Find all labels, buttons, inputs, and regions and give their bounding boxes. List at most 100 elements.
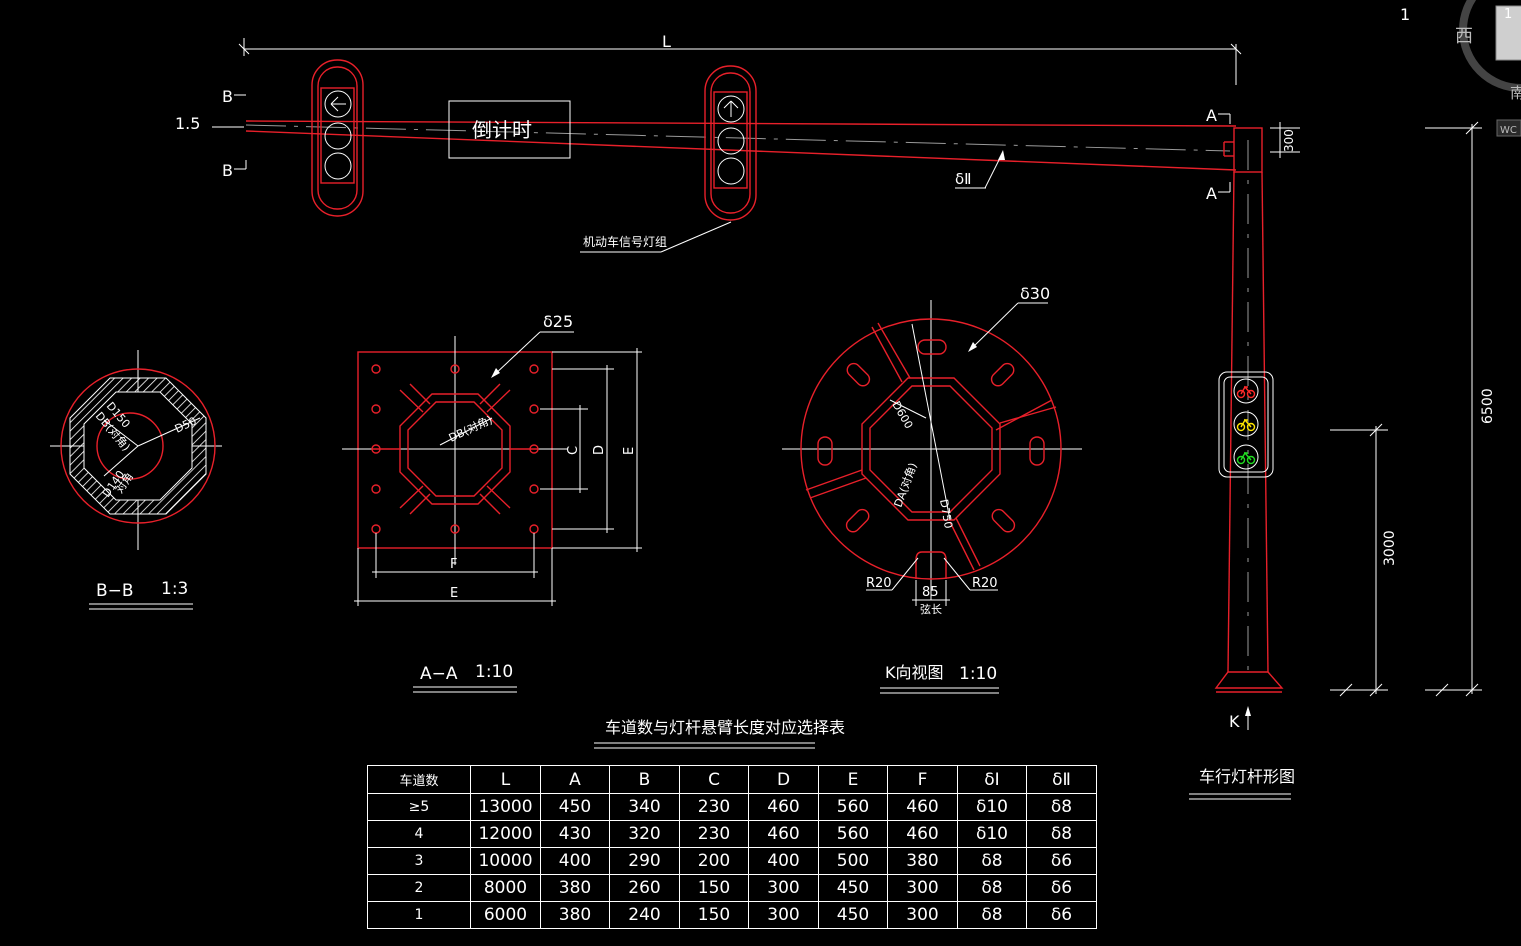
aa-dim-D: D: [592, 445, 607, 455]
cell-A: 380: [540, 874, 610, 902]
header-L: L: [470, 765, 541, 794]
left-arrow-icon: [330, 96, 346, 112]
bicycle-green-icon: [1236, 451, 1256, 465]
elevation-title: 车行灯杆形图: [1199, 767, 1295, 786]
label-K: K: [1229, 712, 1240, 731]
countdown-box: [448, 100, 571, 159]
cell-delta-I: δ8: [957, 874, 1027, 902]
cell-D: 460: [748, 793, 819, 821]
section-bb: DB(对角) D150 D50 D140 对角 B−B 1:3: [50, 350, 222, 610]
cell-L: 12000: [470, 820, 541, 848]
cell-F: 300: [887, 874, 958, 902]
table-row: 3 10000 400 290 200 400 500 380 δ8 δ6: [367, 847, 1097, 875]
cell-delta-I: δ8: [957, 901, 1027, 929]
header-B: B: [609, 765, 680, 794]
cell-C: 230: [679, 820, 749, 848]
cell-B: 240: [609, 901, 680, 929]
cell-B: 290: [609, 847, 680, 875]
table-row: 1 6000 380 240 150 300 450 300 δ8 δ6: [367, 901, 1097, 929]
table-row: 4 12000 430 320 230 460 560 460 δ10 δ8: [367, 820, 1097, 848]
signal-head-up-arrow: [704, 65, 757, 221]
cell-F: 380: [887, 847, 958, 875]
label-A-bottom: A: [1206, 184, 1217, 203]
cell-L: 10000: [470, 847, 541, 875]
cell-delta-I: δ10: [957, 793, 1027, 821]
cell-C: 150: [679, 874, 749, 902]
cell-A: 400: [540, 847, 610, 875]
cell-delta-II: δ8: [1026, 793, 1097, 821]
cell-F: 460: [887, 820, 958, 848]
label-B-top: B: [222, 87, 233, 106]
k-scale: 1:10: [959, 664, 997, 684]
k-delta: δ30: [1020, 284, 1050, 303]
bb-scale: 1:3: [161, 579, 188, 599]
header-E: E: [818, 765, 888, 794]
anchor-slots: [817, 339, 1045, 533]
k-d600: D600: [889, 399, 915, 431]
header-D: D: [748, 765, 819, 794]
cell-F: 300: [887, 901, 958, 929]
cell-delta-II: δ6: [1026, 874, 1097, 902]
wcs-label: WC: [1500, 125, 1517, 136]
header-delta-I: δⅠ: [957, 765, 1027, 794]
cell-lanes: 4: [367, 820, 471, 848]
cell-D: 460: [748, 820, 819, 848]
bicycle-signal-head: [1218, 371, 1274, 478]
slope-label: 1.5: [175, 114, 200, 133]
table-row: 2 8000 380 260 150 300 450 300 δ8 δ6: [367, 874, 1097, 902]
cell-D: 400: [748, 847, 819, 875]
cell-C: 150: [679, 901, 749, 929]
delta-II-label: δⅡ: [955, 170, 972, 188]
lane-selection-table: 车道数 L A B C D E F δⅠ δⅡ ≥5 13000 450 3 40…: [367, 765, 1097, 929]
k-dim-85: 85: [922, 585, 939, 600]
cell-A: 450: [540, 793, 610, 821]
dim-L: L: [662, 32, 671, 51]
header-A: A: [540, 765, 610, 794]
aa-dim-C: C: [566, 446, 581, 455]
cell-L: 13000: [470, 793, 541, 821]
cell-delta-I: δ8: [957, 847, 1027, 875]
cell-delta-I: δ10: [957, 820, 1027, 848]
header-delta-II: δⅡ: [1026, 765, 1097, 794]
label-A-top: A: [1206, 106, 1217, 125]
cell-E: 450: [818, 874, 888, 902]
aa-dim-E-bottom: E: [450, 586, 458, 601]
cell-lanes: ≥5: [367, 793, 471, 821]
cell-B: 260: [609, 874, 680, 902]
corner-number-2: 1: [1504, 7, 1512, 22]
signal-group-label: 机动车信号灯组: [583, 234, 667, 249]
cell-A: 430: [540, 820, 610, 848]
cell-F: 460: [887, 793, 958, 821]
cell-L: 6000: [470, 901, 541, 929]
dim-6500: 6500: [1480, 388, 1496, 424]
cell-A: 380: [540, 901, 610, 929]
signal-head-left-arrow: [311, 59, 364, 217]
table-header-row: 车道数 L A B C D E F δⅠ δⅡ: [367, 765, 1097, 794]
cell-delta-II: δ6: [1026, 901, 1097, 929]
pole-elevation: L B B 1.5 倒计时: [175, 32, 1496, 800]
aa-scale: 1:10: [475, 662, 513, 682]
cell-delta-II: δ8: [1026, 820, 1097, 848]
k-chord: 弦长: [920, 602, 942, 616]
k-title: K向视图: [885, 663, 944, 682]
table-title: 车道数与灯杆悬臂长度对应选择表: [605, 718, 845, 737]
countdown-label: 倒计时: [472, 118, 532, 142]
k-da-note: DA(对角): [891, 461, 920, 509]
cell-B: 320: [609, 820, 680, 848]
cell-D: 300: [748, 874, 819, 902]
cell-lanes: 3: [367, 847, 471, 875]
header-F: F: [887, 765, 958, 794]
cell-D: 300: [748, 901, 819, 929]
bicycle-yellow-icon: [1236, 418, 1256, 432]
compass-west: 西: [1455, 26, 1473, 47]
cell-E: 560: [818, 793, 888, 821]
viewcube[interactable]: [1459, 0, 1521, 137]
up-arrow-icon: [723, 100, 739, 117]
cell-E: 560: [818, 820, 888, 848]
compass-south: 南: [1510, 84, 1521, 102]
cell-L: 8000: [470, 874, 541, 902]
aa-dim-F: F: [450, 557, 457, 572]
cell-C: 200: [679, 847, 749, 875]
cell-delta-II: δ6: [1026, 847, 1097, 875]
